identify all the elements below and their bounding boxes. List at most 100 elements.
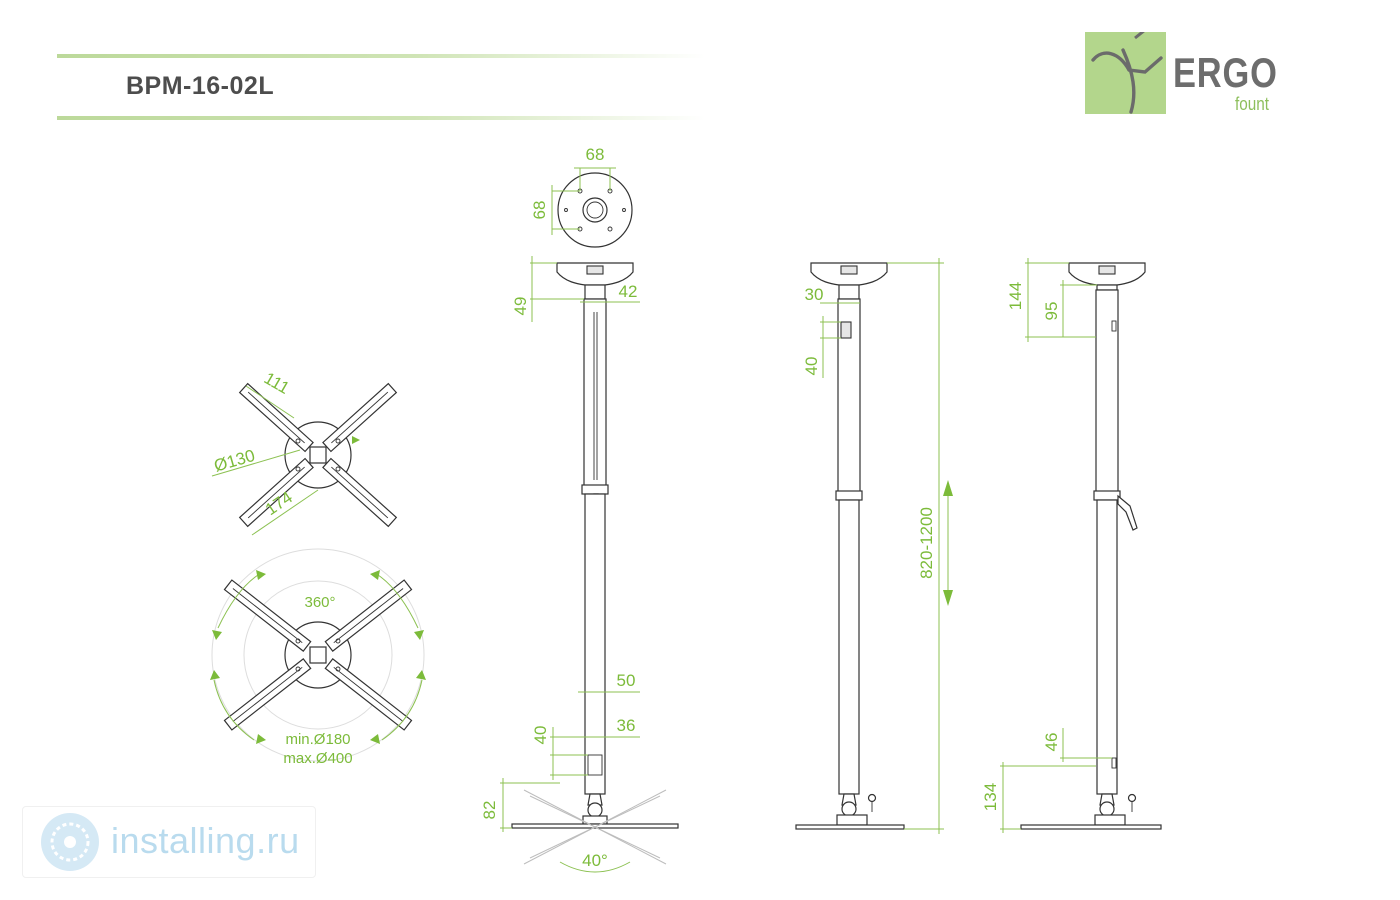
top-plate-view: 68 68 (530, 145, 633, 248)
joint-ball (1099, 801, 1115, 817)
front-view: 40° 49 42 50 36 40 82 (480, 256, 679, 873)
arrow-up-icon (943, 480, 953, 496)
tilt-arc (559, 861, 631, 873)
arrow-icon (352, 436, 360, 444)
bracket-arm (223, 579, 312, 652)
bracket-rotation-view: 360° min.Ø180 max.Ø400 (210, 548, 426, 767)
dim-upper-diameter: 42 (619, 282, 638, 301)
bracket-arm (223, 658, 312, 731)
max-span-circle (211, 548, 425, 762)
rotate-arrow-icon (210, 670, 220, 680)
dim-tilt-angle: 40° (582, 851, 608, 870)
arrow-down-icon (943, 590, 953, 606)
joint-ball (841, 801, 857, 817)
lock-collar (1093, 490, 1121, 501)
rotation-arc (377, 574, 419, 629)
hub-center (309, 646, 327, 664)
joint-neck (587, 793, 603, 806)
dim-line (211, 449, 301, 477)
rotation-arc (217, 574, 259, 629)
dim-bottom-diameter: 36 (617, 716, 636, 735)
logo-subtitle: fount (1235, 94, 1270, 114)
dim-line (251, 489, 319, 536)
upper-collar (838, 284, 860, 300)
lock-collar (581, 484, 609, 495)
dim-hub-diameter: Ø130 (212, 446, 257, 476)
tilt-knob-icon (1127, 793, 1137, 803)
max-span-label: max.Ø400 (283, 750, 352, 767)
dim-upper-offset: 30 (805, 285, 824, 304)
side-mark (1111, 757, 1117, 769)
bracket-arm (324, 579, 413, 652)
model-title: BPM-16-02L (126, 72, 275, 100)
lock-collar (835, 490, 863, 501)
rotation-arc (213, 679, 255, 741)
plate-hole (564, 208, 568, 212)
rotate-arrow-icon (212, 630, 222, 640)
joint-neck (841, 793, 857, 806)
lower-tube (838, 499, 860, 795)
header-rule-top (57, 54, 705, 58)
bracket-arm (238, 457, 314, 528)
dim-bottom-segment: 40 (531, 726, 550, 745)
lower-tube (1096, 499, 1118, 795)
plate-insert (1098, 265, 1116, 275)
lock-lever (1117, 494, 1138, 531)
dim-plate-width: 68 (586, 145, 605, 164)
dim-arm-length: 111 (261, 369, 293, 398)
rotate-arrow-icon (370, 734, 380, 744)
rotate-arrow-icon (370, 570, 380, 580)
rotation-label: 360° (304, 594, 335, 611)
bracket-top-view (238, 382, 398, 528)
bottom-plate (511, 823, 679, 829)
joint-neck (1099, 793, 1115, 806)
dim-lower-diameter: 50 (617, 671, 636, 690)
tilt-ghost-line (529, 795, 661, 859)
rotate-arrow-icon (256, 734, 266, 744)
min-span-label: min.Ø180 (285, 731, 350, 748)
joint-ball (587, 802, 603, 818)
plate-hole (607, 226, 613, 232)
dim-height-range: 820-1200 (917, 507, 936, 579)
side-mark (1111, 320, 1117, 332)
bracket-arm (324, 658, 413, 731)
upper-tube (583, 298, 607, 488)
bracket-arm (238, 382, 314, 453)
bracket-arm (322, 457, 398, 528)
bracket-arm (322, 382, 398, 453)
rotate-arrow-icon (414, 630, 424, 640)
watermark-text: installing.ru (111, 820, 300, 861)
side-slot (840, 321, 852, 339)
side-view: 30 40 820-1200 (795, 258, 953, 834)
lower-tube (584, 493, 606, 795)
dim-top-mount: 49 (511, 297, 530, 316)
watermark: installing.ru (22, 806, 316, 878)
plate-insert (586, 265, 604, 275)
bottom-plate (1020, 824, 1162, 830)
rotate-arrow-icon (256, 570, 266, 580)
logo-emblem (1085, 28, 1166, 114)
logo-swoosh-icon (1091, 28, 1163, 114)
rear-view: 144 95 46 134 (981, 258, 1162, 833)
min-span-circle (243, 580, 393, 730)
plate-hole (622, 208, 626, 212)
logo-wordmark: ERGO (1173, 49, 1278, 96)
joint-base (836, 814, 868, 826)
rotation-arc (381, 679, 423, 741)
dim-top-inner: 95 (1042, 302, 1061, 321)
plate-center-inner (586, 201, 604, 219)
dim-line (245, 385, 295, 419)
header-rule-bottom (57, 116, 705, 120)
dim-base-height: 134 (981, 783, 1000, 811)
hub-center (309, 446, 327, 464)
watermark-logo-icon (41, 813, 99, 871)
plate-insert (840, 265, 858, 275)
cable-slot (587, 754, 603, 776)
dim-slot-height: 40 (802, 357, 821, 376)
dim-base-height: 82 (480, 801, 499, 820)
rotate-arrow-icon (416, 670, 426, 680)
joint-base (1094, 814, 1126, 826)
dim-top-total: 144 (1006, 282, 1025, 310)
